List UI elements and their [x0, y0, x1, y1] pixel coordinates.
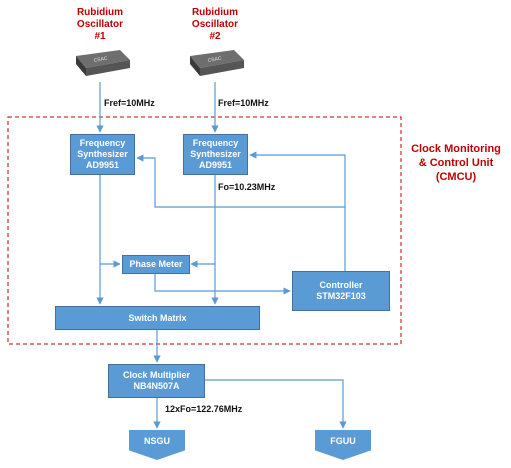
oscillator-2-title: Rubidium Oscillator #2 — [191, 7, 239, 42]
switch-matrix: Switch Matrix — [55, 306, 260, 330]
oscillator-1-title: Rubidium Oscillator #1 — [76, 7, 124, 42]
phase-meter: Phase Meter — [122, 255, 190, 274]
cmcu-boundary — [7, 116, 402, 345]
rubidium-oscillator-1-icon: CSAC — [76, 50, 130, 76]
fref-label-2: Fref=10MHz — [218, 98, 269, 108]
svg-text:CSAC: CSAC — [93, 56, 108, 64]
output-frequency-label: 12xFo=122.76MHz — [165, 404, 243, 414]
fref-label-1: Fref=10MHz — [104, 98, 155, 108]
fo-label: Fo=10.23MHz — [218, 182, 276, 192]
cmcu-label: Clock Monitoring & Control Unit (CMCU) — [411, 143, 501, 183]
svg-text:CSAC: CSAC — [207, 56, 222, 64]
rubidium-oscillator-2-icon: CSAC — [190, 50, 244, 76]
